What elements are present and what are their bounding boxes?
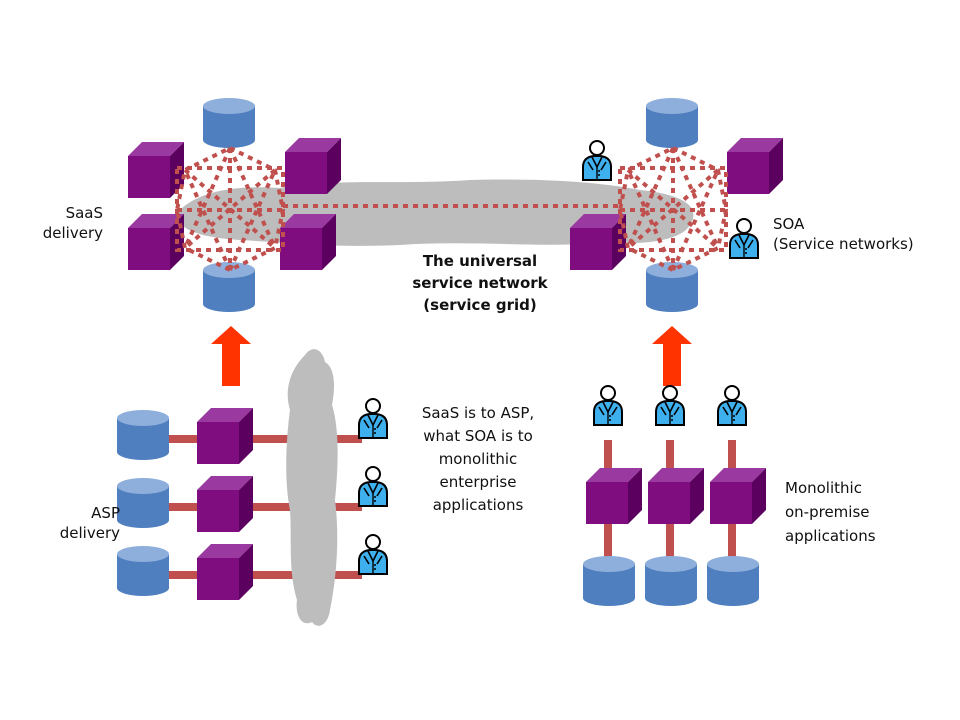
connector (163, 571, 198, 579)
monolithic-column (645, 385, 704, 606)
soa-label: SOA (Service networks) (773, 215, 914, 253)
monolithic-label: Monolithic on-premise applications (785, 479, 876, 545)
cylinder-database-icon (117, 478, 169, 528)
person-icon (358, 466, 388, 507)
saas-delivery-label: SaaS delivery (42, 204, 103, 242)
cube-icon (727, 138, 783, 194)
monolithic-columns (583, 385, 766, 606)
up-arrow-icon (652, 326, 692, 386)
analogy-label: SaaS is to ASP, what SOA is to monolithi… (421, 404, 535, 514)
cube-icon (197, 544, 253, 600)
cube-icon (280, 214, 336, 270)
cylinder-database-icon (646, 98, 698, 148)
person-icon (717, 385, 747, 426)
asp-network-cloud (286, 349, 338, 626)
person-icon (593, 385, 623, 426)
person-icon (582, 140, 612, 181)
cylinder-database-icon (117, 546, 169, 596)
cube-icon (710, 468, 766, 524)
connector (163, 503, 198, 511)
cube-icon (197, 476, 253, 532)
connector (163, 435, 198, 443)
asp-delivery-label: ASP delivery (59, 504, 120, 542)
cylinder-database-icon (117, 410, 169, 460)
cube-icon (586, 468, 642, 524)
person-icon (729, 218, 759, 259)
cylinder-database-icon (583, 556, 635, 606)
cube-icon (648, 468, 704, 524)
monolithic-column (583, 385, 642, 606)
monolithic-column (707, 385, 766, 606)
up-arrow-icon (211, 326, 251, 386)
person-icon (358, 534, 388, 575)
cylinder-database-icon (203, 98, 255, 148)
person-icon (358, 398, 388, 439)
cylinder-database-icon (707, 556, 759, 606)
universal-network-label: The universal service network (service g… (412, 252, 548, 314)
cube-icon (197, 408, 253, 464)
cube-icon (285, 138, 341, 194)
person-icon (655, 385, 685, 426)
cylinder-database-icon (645, 556, 697, 606)
